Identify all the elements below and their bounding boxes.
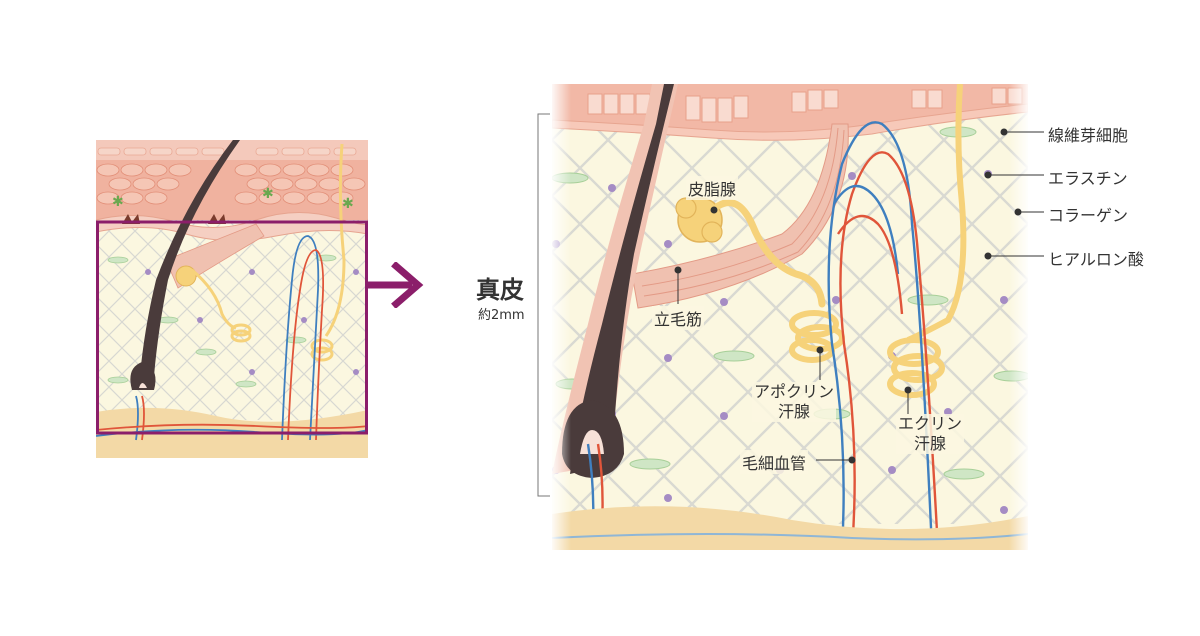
label-eccrine-line2: 汗腺	[914, 434, 947, 453]
zoom-arrow	[366, 261, 426, 309]
svg-text:✱: ✱	[342, 196, 354, 212]
label-collagen: コラーゲン	[1048, 206, 1129, 225]
svg-text:✱: ✱	[262, 186, 274, 202]
skin-overview-svg: ✱ ✱ ✱	[95, 136, 370, 458]
label-eccrine-line1: エクリン	[898, 414, 963, 433]
skin-overview: ✱ ✱ ✱	[95, 136, 370, 458]
arrow-right-icon	[368, 261, 424, 309]
dermis-zoom-svg	[551, 83, 1042, 551]
label-hyaluronic-acid: ヒアルロン酸	[1048, 250, 1144, 269]
label-apocrine-gland: アポクリン 汗腺	[752, 382, 837, 422]
label-apocrine-line2: 汗腺	[778, 402, 811, 421]
label-elastin: エラスチン	[1048, 169, 1128, 188]
zoom-frame	[96, 220, 368, 435]
dermis-title: 真皮	[476, 276, 524, 304]
label-capillary: 毛細血管	[740, 450, 809, 474]
label-apocrine-line1: アポクリン	[754, 382, 835, 401]
label-sebaceous-gland: 皮脂腺	[686, 176, 739, 200]
label-arrector-pili: 立毛筋	[652, 306, 705, 330]
dermis-bracket	[470, 110, 560, 500]
dermis-zoom	[551, 83, 1042, 551]
svg-text:✱: ✱	[112, 194, 124, 210]
leader-lines-right	[1028, 120, 1048, 270]
label-eccrine-gland: エクリン 汗腺	[896, 414, 965, 454]
label-fibroblast: 線維芽細胞	[1048, 126, 1129, 145]
dermis-thickness: 約2mm	[478, 308, 525, 323]
